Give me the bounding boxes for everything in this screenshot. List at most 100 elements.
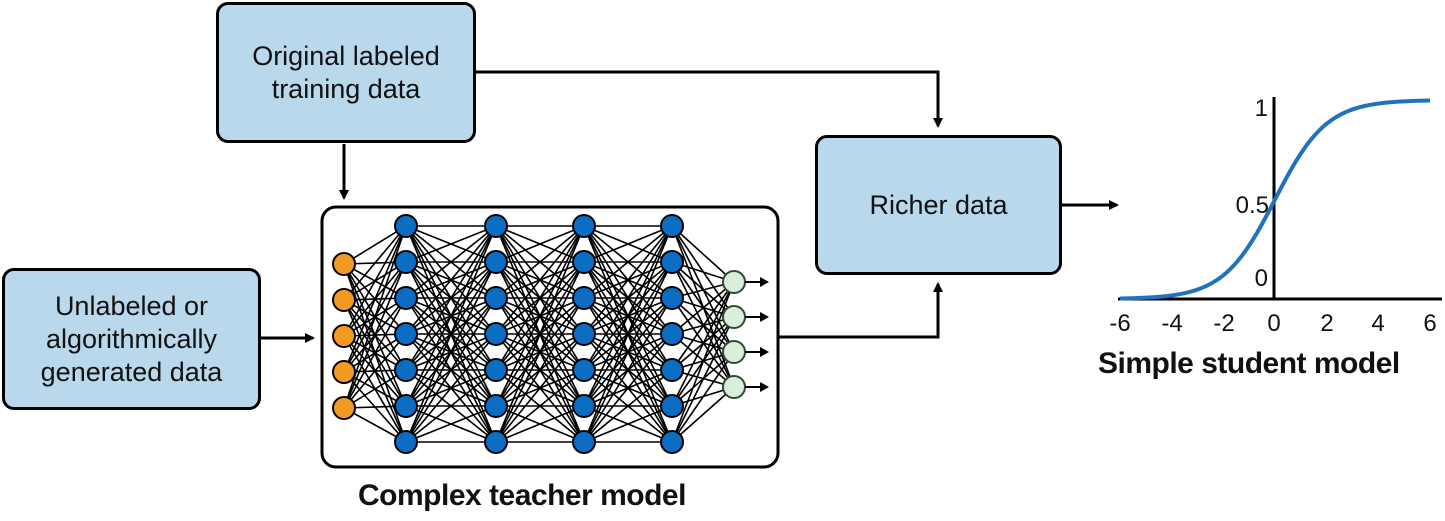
output-arrow-head [760,347,769,357]
network-edge [495,225,585,263]
richer-box-label: Richer data [869,189,1008,220]
hidden-node [484,286,508,310]
teacher-model-caption: Complex teacher model [358,479,686,512]
network-edge [343,225,407,301]
x-tick-neg4: -4 [1161,310,1182,337]
network-edge [343,297,407,409]
network-edge [671,281,735,443]
network-edge [405,225,497,335]
y-tick-0: 0 [1255,265,1268,292]
output-node [722,305,746,329]
network-edge [343,261,407,409]
network-edge [583,225,673,299]
hidden-node [484,430,508,454]
network-edge [583,225,673,407]
network-edge [405,225,497,299]
network-edge [343,333,407,409]
hidden-node [572,322,596,346]
network-edge [495,369,585,443]
network-edge [583,225,673,263]
hidden-node [660,250,684,274]
unlabeled-box-line-2: algorithmically [45,323,218,354]
network-edge [583,333,673,443]
hidden-node [660,358,684,382]
network-edge [405,297,497,443]
sigmoid-curve [1119,98,1431,301]
hidden-node [394,430,418,454]
network-nodes [332,214,746,454]
hidden-node [660,286,684,310]
hidden-node [572,430,596,454]
hidden-node [394,394,418,418]
hidden-node [572,286,596,310]
hidden-node [572,394,596,418]
network-edge [405,225,497,263]
network-edge [671,225,735,283]
x-tick-2: 2 [1320,310,1333,337]
network-edge [495,333,585,443]
network-edge [495,225,585,299]
richer-data-box: Richer data [815,135,1062,275]
network-edge [405,225,497,407]
network-edge [343,225,407,265]
network-edge [583,297,673,443]
network-edge [671,281,735,335]
input-node [332,252,356,276]
network-edge [495,225,585,335]
output-arrow-head [760,277,769,287]
x-tick-0: 0 [1267,310,1280,337]
hidden-node [394,286,418,310]
input-node [332,360,356,384]
unlabeled-box-line-1: Unlabeled or [54,290,209,321]
hidden-node [394,214,418,238]
arrow-teacher-to-richer [778,282,943,339]
network-edge [495,405,585,443]
output-arrows [745,277,769,392]
hidden-node [484,394,508,418]
network-edge [405,225,497,443]
network-edge [671,386,735,443]
hidden-node [394,358,418,382]
network-edge [343,225,407,373]
unlabeled-data-box: Unlabeled or algorithmically generated d… [2,268,261,410]
network-edge [343,225,407,337]
x-tick-neg2: -2 [1213,310,1234,337]
network-edge [343,369,407,409]
student-model-caption: Simple student model [1098,347,1400,380]
output-node [722,375,746,399]
hidden-node [572,214,596,238]
x-tick-neg6: -6 [1109,310,1130,337]
network-connections [343,225,735,443]
output-arrow-head [760,382,769,392]
network-edge [405,261,497,443]
hidden-node [572,250,596,274]
y-tick-1: 1 [1255,95,1268,122]
arrow-training-to-richer [476,70,943,128]
network-edge [671,316,735,443]
student-model-chart: -6 -4 -2 0 2 4 6 0 0.5 1 [1109,95,1442,337]
network-edge [583,225,673,443]
network-edge [495,297,585,443]
network-edge [583,225,673,371]
network-edge [495,225,585,443]
network-edge [495,225,585,407]
hidden-node [394,250,418,274]
network-edge [405,333,497,443]
hidden-node [484,214,508,238]
hidden-node [660,214,684,238]
network-edge [495,261,585,443]
network-edge [495,225,585,371]
hidden-node [660,394,684,418]
input-node [332,288,356,312]
network-edge [671,281,735,407]
original-labeled-training-data-box: Original labeled training data [216,2,476,143]
hidden-node [484,322,508,346]
hidden-node [394,322,418,346]
y-tick-0-5: 0.5 [1236,192,1269,219]
network-edge [671,281,735,371]
network-edge [583,405,673,443]
hidden-node [484,358,508,382]
output-node [722,340,746,364]
x-tick-6: 6 [1423,310,1436,337]
